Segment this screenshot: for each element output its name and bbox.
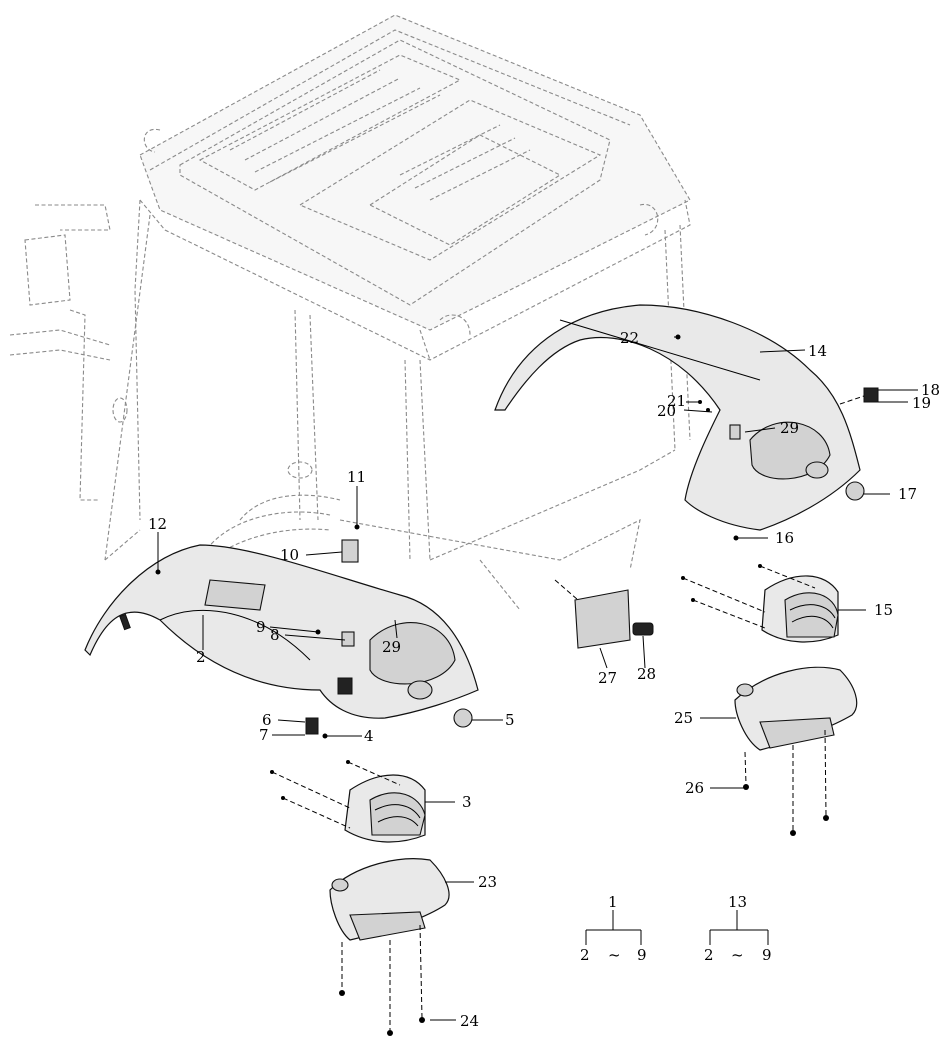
right-lamp-bracket: [734, 666, 858, 751]
group-parent-label: 1: [608, 893, 618, 911]
left-lamp-bracket: [329, 858, 450, 941]
callout-label: 29: [382, 638, 401, 656]
right-reflector: [845, 481, 865, 501]
group-range-separator: ~: [608, 946, 621, 964]
group-range-end: 9: [762, 946, 772, 964]
callout-label: 3: [462, 793, 472, 811]
callout-label: 21: [667, 392, 686, 410]
callout-label: 9: [256, 618, 266, 636]
callout-label: 22: [620, 329, 639, 347]
callout-label: 27: [598, 669, 617, 687]
group-range-start: 2: [580, 946, 590, 964]
callout-label: 20: [657, 402, 676, 420]
right-fender-assembly: [494, 304, 861, 531]
group-range-end: 9: [637, 946, 647, 964]
callout-label: 8: [270, 626, 280, 644]
callout-label: 12: [148, 515, 167, 533]
callout-label: 6: [262, 711, 272, 729]
callout-label: 16: [775, 529, 794, 547]
callout-label: 29: [780, 419, 799, 437]
connector-socket: [863, 387, 879, 403]
group-range-start: 2: [704, 946, 714, 964]
small-parts: [305, 387, 879, 735]
cab-phantom-outline: [9, 14, 691, 611]
callout-leaders: [157, 336, 918, 1021]
left-lamp-housing: [344, 774, 426, 843]
callout-label: 14: [808, 342, 827, 360]
right-lamp-housing: [761, 575, 839, 643]
left-reflector: [453, 708, 473, 728]
mounting-plate: [574, 589, 631, 649]
left-fender-switch: [337, 677, 353, 695]
callout-label: 15: [874, 601, 893, 619]
callout-labels: 2 3 4 5 6 7 8 9 10 11 12 14 15 16 17 18 …: [148, 329, 940, 1030]
callout-label: 28: [637, 665, 656, 683]
fasteners: [155, 334, 865, 1036]
left-fender-assembly: [84, 544, 479, 719]
callout-label: 7: [259, 726, 269, 744]
callout-label: 24: [460, 1012, 479, 1030]
clip-bracket: [341, 539, 359, 563]
rubber-pad: [632, 622, 654, 636]
callout-label: 23: [478, 873, 497, 891]
left-fender-label-plate: [204, 579, 266, 611]
connector-plug: [305, 717, 319, 735]
callout-label: 17: [898, 485, 917, 503]
callout-label: 26: [685, 779, 704, 797]
callout-label: 2: [196, 648, 206, 666]
callout-label: 25: [674, 709, 693, 727]
callout-label: 4: [364, 727, 374, 745]
callout-label: 18: [921, 381, 940, 399]
callout-label: 11: [347, 468, 366, 486]
callout-label: 19: [912, 394, 931, 412]
group-parent-label: 13: [728, 893, 747, 911]
left-fender-light-recess: [369, 622, 456, 685]
group-range-separator: ~: [731, 946, 744, 964]
callout-label: 5: [505, 711, 515, 729]
callout-label: 10: [280, 546, 299, 564]
